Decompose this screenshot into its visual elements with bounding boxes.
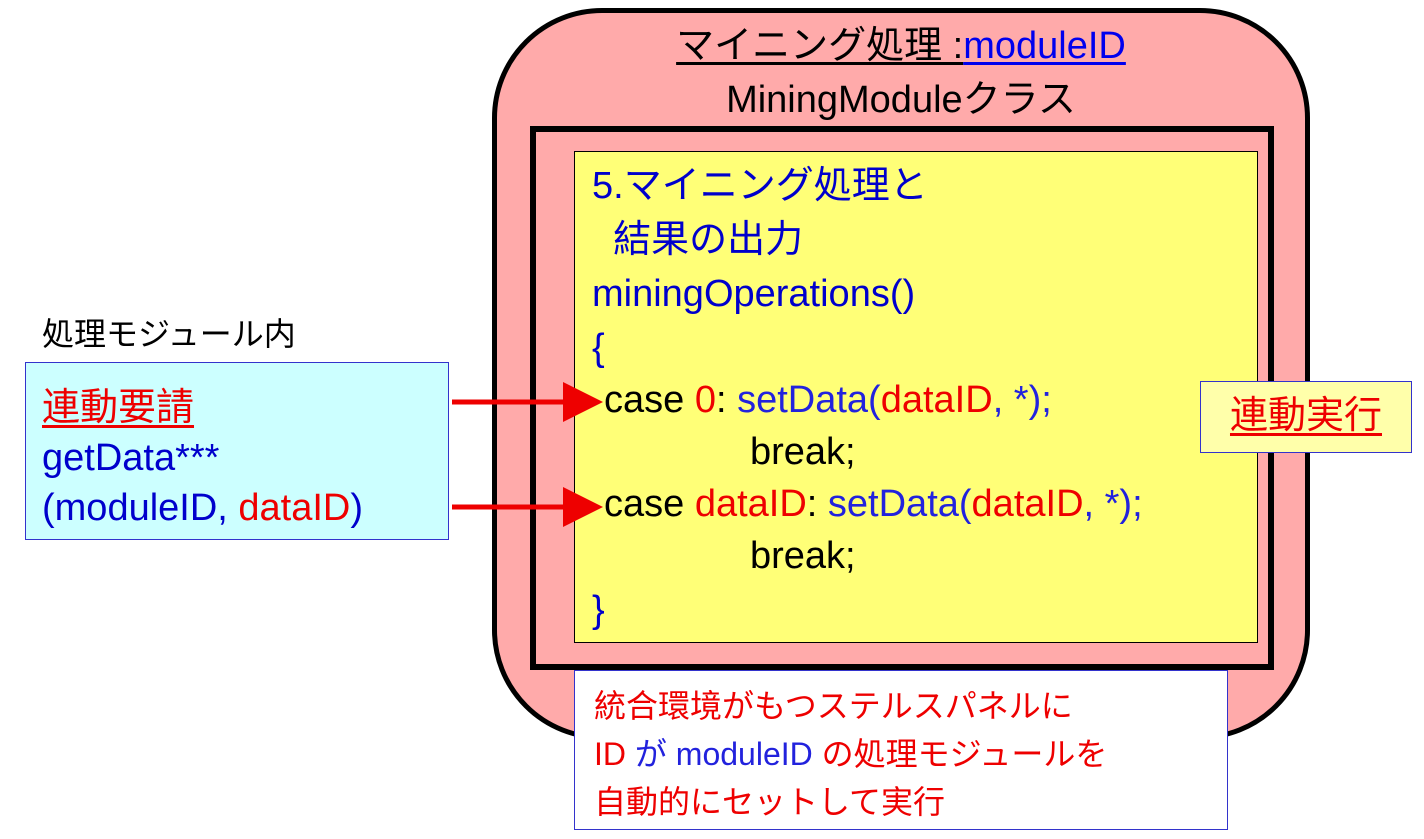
case-2-arg: dataID [971,483,1084,525]
processing-module-label: 処理モジュール内 [42,316,296,352]
note-rest: の処理モジュールを [812,736,1108,772]
module-title: マイニング処理 :moduleID [492,24,1310,68]
code-case-1: case 0: setData(dataID, *); [604,378,1052,422]
code-break-2: break; [750,535,856,577]
case-2-colon: : [806,483,828,525]
note-id: ID [594,736,626,772]
code-heading-2: 結果の出力 [592,219,804,261]
case-2-rest: , *); [1083,483,1143,525]
code-method: miningOperations() [592,273,916,315]
case-2-call: setData( [827,483,972,525]
note-line-1: 統合環境がもつステルスパネルに [594,688,1073,724]
linked-execution-label: 連動実行 [1229,395,1382,437]
case-1-value: 0 [694,379,716,421]
request-args-dataid: dataID [238,487,351,529]
note-box [574,670,1228,830]
code-close-brace: } [592,589,605,631]
linked-execution-box: 連動実行 [1200,381,1412,453]
case-1-keyword: case [604,379,695,421]
case-1-arg: dataID [880,379,993,421]
code-box [574,151,1258,643]
code-heading-1: 5.マイニング処理と [592,165,928,207]
request-args: (moduleID, dataID) [42,486,363,530]
note-line-2: ID が moduleID の処理モジュールを [594,734,1107,774]
module-title-main: マイニング処理 : [676,25,964,67]
code-break-1: break; [750,431,856,473]
case-1-rest: , *); [992,379,1052,421]
code-case-2: case dataID: setData(dataID, *); [604,482,1143,526]
request-getdata: getData*** [42,437,220,479]
case-1-colon: : [715,379,738,421]
note-line-3: 自動的にセットして実行 [594,784,946,820]
case-1-call: setData( [737,379,881,421]
module-class-name: MiningModuleクラス [726,79,1076,121]
module-title-id: moduleID [963,25,1126,67]
case-2-keyword: case [604,483,695,525]
request-title: 連動要請 [42,387,195,429]
note-ga: が [626,736,676,772]
request-box [25,362,449,540]
request-args-open: (moduleID, [42,487,239,529]
request-args-close: ) [350,487,364,529]
code-open-brace: { [592,327,605,369]
case-2-value: dataID [694,483,807,525]
note-module-id: moduleID [675,736,813,772]
